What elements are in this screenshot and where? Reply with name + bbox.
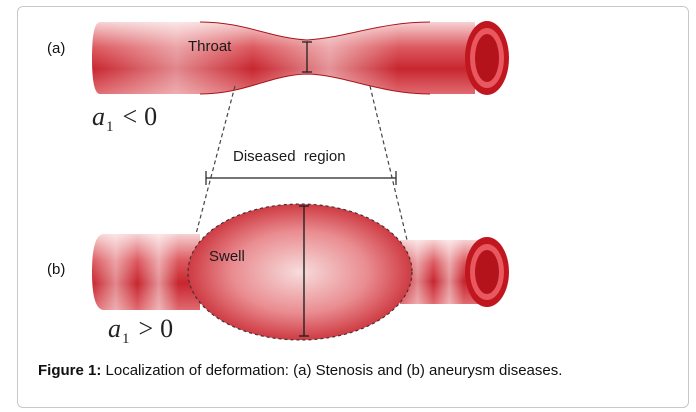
diseased-region-span	[206, 171, 396, 185]
figure-caption: Figure 1: Localization of deformation: (…	[38, 362, 658, 380]
diseased-region-label: Diseased region	[233, 148, 346, 165]
swell-label: Swell	[209, 248, 245, 265]
condition-b: a1>0	[108, 314, 173, 344]
caption-label: Figure 1:	[38, 362, 101, 379]
caption-text: Localization of deformation: (a) Stenosi…	[101, 362, 562, 379]
throat-label: Throat	[188, 38, 231, 55]
condition-a: a1<0	[92, 102, 157, 132]
panel-a-label: (a)	[47, 40, 65, 57]
region-projection-left	[196, 86, 235, 234]
panel-b-label: (b)	[47, 261, 65, 278]
region-projection-right	[370, 86, 407, 240]
stenosis-vessel	[92, 21, 509, 95]
